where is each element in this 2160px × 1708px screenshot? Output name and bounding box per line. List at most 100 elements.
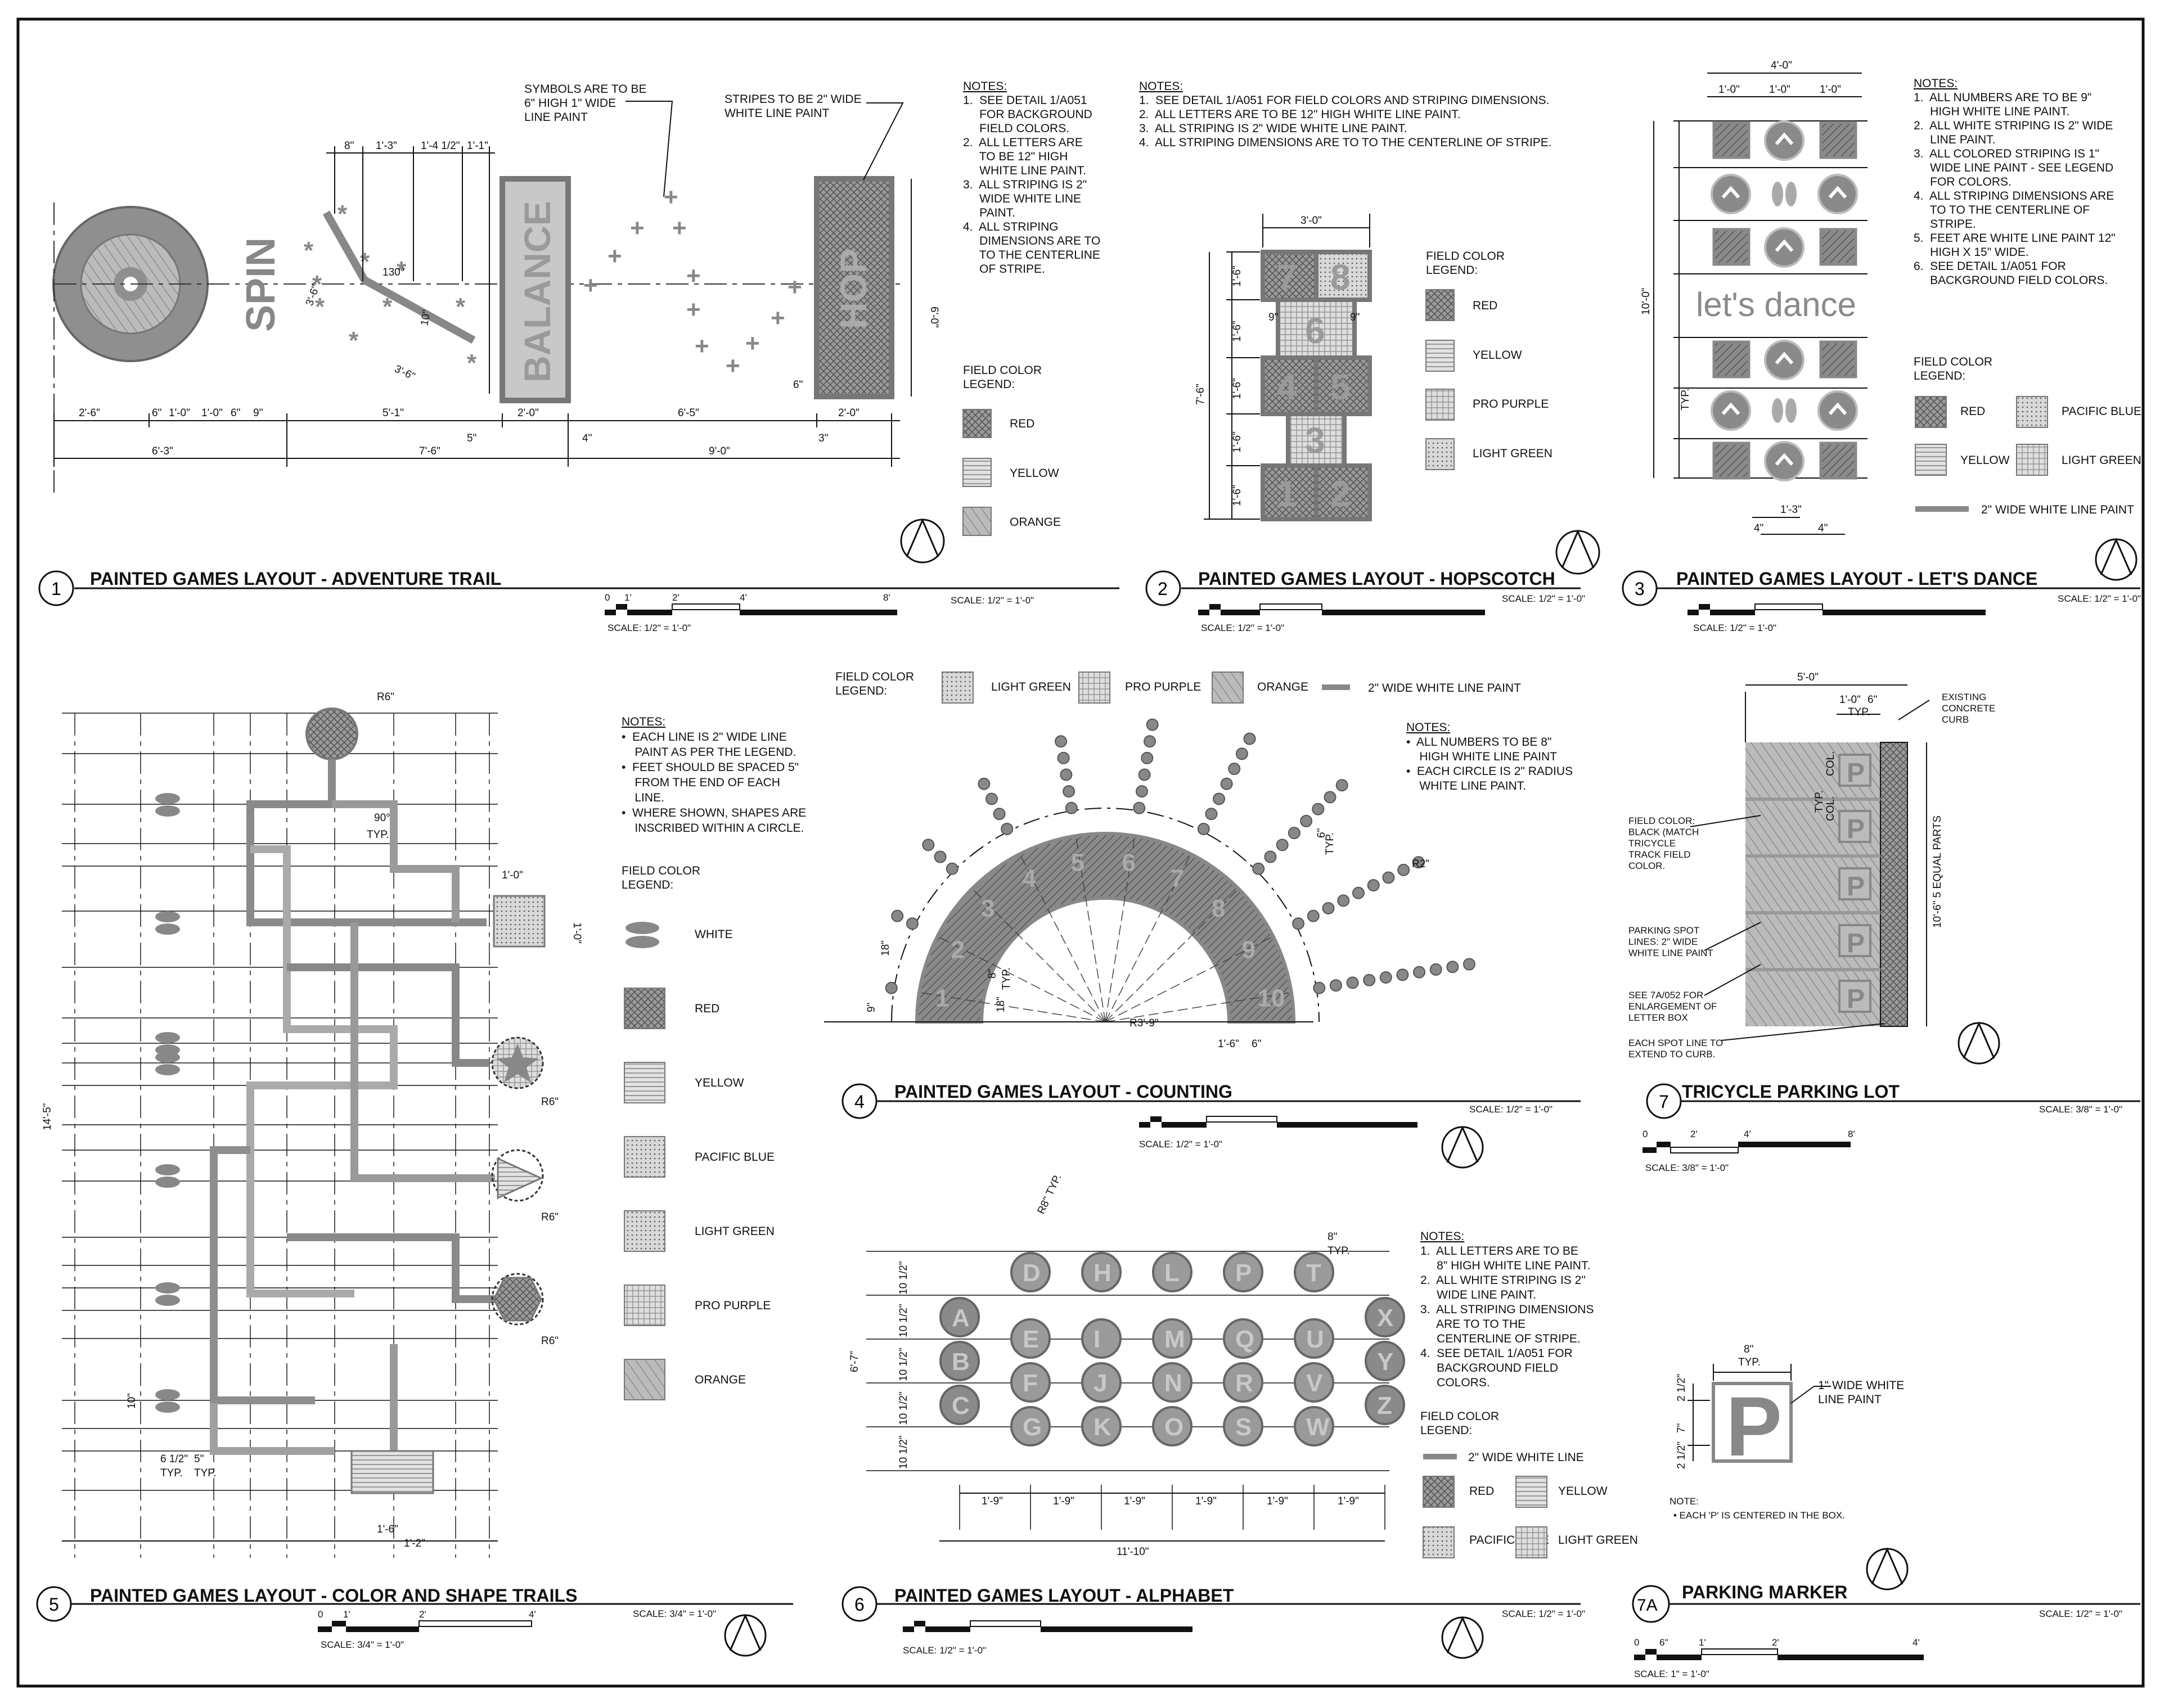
- north-arrow-5: [724, 1614, 767, 1657]
- trail-legend-label: LIGHT GREEN: [695, 1225, 775, 1238]
- svg-text:+: +: [745, 330, 760, 357]
- counting-dot: [1213, 792, 1226, 805]
- dance-legend-yellow: [1915, 444, 1947, 476]
- counting-dot: [1300, 814, 1313, 827]
- counting-dot: [1379, 971, 1392, 984]
- alphabet-letter-circle: [1223, 1252, 1263, 1292]
- svg-text:3": 3": [818, 432, 828, 444]
- note-line: HIGH WHITE LINE PAINT.: [1914, 105, 2069, 118]
- svg-text:TYP.: TYP.: [367, 829, 389, 841]
- svg-text:1'-9": 1'-9": [1338, 1495, 1359, 1507]
- word-hop: HOP: [832, 249, 874, 329]
- alphabet-letter-circle: [1152, 1406, 1192, 1446]
- svg-text:9'-0": 9'-0": [709, 445, 730, 457]
- alphabet-letter: V: [1306, 1369, 1323, 1397]
- dance-legend-green: [2016, 444, 2048, 476]
- svg-text:7: 7: [1277, 257, 1297, 298]
- sheet-border: [16, 17, 2145, 1688]
- counting-dot: [1228, 763, 1241, 776]
- counting-number: 2: [951, 936, 965, 963]
- foot-icon: [155, 1032, 180, 1043]
- alphabet-letter: F: [1023, 1369, 1038, 1397]
- symbols-callout-3: LINE PAINT: [524, 111, 588, 124]
- dance-arrow-circle: [1711, 390, 1751, 431]
- trail-legend-swatch: [624, 1210, 665, 1252]
- counting-dot: [1413, 966, 1426, 979]
- svg-text:R6": R6": [541, 1096, 559, 1108]
- svg-text:*: *: [304, 237, 314, 264]
- detail-6-scale-bar: [903, 1620, 1192, 1632]
- note-line: WHITE LINE PAINT.: [963, 164, 1086, 177]
- alphabet-letter-circle: [939, 1341, 980, 1381]
- svg-text:5'-1": 5'-1": [382, 407, 404, 419]
- chevron-icon: [1828, 402, 1847, 415]
- detail-2-hopscotch: NOTES:1. SEE DETAIL 1/A051 FOR FIELD COL…: [1139, 80, 1600, 633]
- counting-dot: [906, 917, 919, 930]
- parking-label: CONCRETE: [1942, 703, 1995, 714]
- foot-icon: [155, 1177, 180, 1188]
- svg-text:4'-0": 4'-0": [1771, 60, 1792, 71]
- detail-7a-scale-label: SCALE: 1" = 1'-0": [1634, 1669, 1709, 1679]
- dance-legend-red: [1915, 396, 1947, 428]
- counting-dot: [885, 981, 898, 994]
- svg-text:TYP.: TYP.: [194, 1467, 217, 1479]
- note-line: 4. ALL STRIPING: [963, 220, 1059, 233]
- parking-label: FIELD COLOR:: [1628, 815, 1695, 826]
- foot-right-icon: [1785, 182, 1797, 206]
- detail-2-legend-head-1: FIELD COLOR: [1426, 250, 1505, 263]
- alphabet-letter: E: [1023, 1326, 1039, 1353]
- svg-text:6": 6": [152, 407, 161, 419]
- detail-1-legend-head-2: LEGEND:: [963, 378, 1015, 391]
- parking-marker-box: [1838, 980, 1871, 1013]
- alpha-legend-red-label: RED: [1469, 1485, 1494, 1498]
- alphabet-letter-circle: [1081, 1252, 1122, 1292]
- marker-letter: P: [1726, 1379, 1782, 1473]
- detail-2-notes: NOTES:1. SEE DETAIL 1/A051 FOR FIELD COL…: [1139, 80, 1552, 149]
- foot-left-icon: [1772, 398, 1783, 423]
- svg-text:10'-0": 10'-0": [1640, 288, 1652, 315]
- counting-number: 3: [981, 895, 994, 922]
- detail-1-dimension-text: 2'-6"6" 1'-0"1'-0" 6"9" 5'-1"2'-0" 6'-5"…: [79, 140, 940, 457]
- alphabet-letter-circle: [939, 1297, 980, 1337]
- counting-dot: [1057, 751, 1070, 764]
- svg-text:1'-3": 1'-3": [376, 140, 397, 152]
- hop-legend-green: [1425, 438, 1455, 470]
- counting-dot: [1346, 976, 1359, 989]
- svg-text:1'-0": 1'-0": [1839, 694, 1861, 706]
- alphabet-letter: R: [1235, 1369, 1253, 1397]
- detail-7-tick-2: 4': [1744, 1129, 1751, 1139]
- svg-text:R3'-9": R3'-9": [1130, 1017, 1159, 1029]
- counting-dot: [1322, 902, 1335, 914]
- north-arrow-4: [1441, 1125, 1484, 1169]
- dance-legend-blue: [2016, 396, 2048, 428]
- count-legend-green: [942, 672, 974, 704]
- balance-field: [500, 176, 571, 403]
- counting-dot: [922, 839, 935, 851]
- dance-legend-red-label: RED: [1960, 405, 1985, 418]
- alphabet-letter-circle: [1081, 1318, 1122, 1359]
- alphabet-letter: B: [952, 1348, 970, 1376]
- alphabet-letter: L: [1164, 1259, 1180, 1287]
- counting-dot: [1063, 785, 1076, 798]
- notes-heading: NOTES:: [1139, 80, 1183, 93]
- svg-text:TYP.: TYP.: [1001, 967, 1012, 990]
- note-line: 2. ALL WHITE STRIPING IS 2": [1420, 1274, 1586, 1287]
- detail-5-tick-3: 4': [529, 1609, 536, 1620]
- alphabet-letter-circle: [1223, 1362, 1263, 1403]
- svg-text:18": 18": [880, 940, 892, 956]
- notes-heading: NOTES:: [1420, 1230, 1464, 1243]
- dance-square: [1819, 228, 1857, 266]
- detail-1-scale-label: SCALE: 1/2" = 1'-0": [608, 623, 691, 633]
- counting-number: 6: [1122, 849, 1135, 877]
- svg-text:R6": R6": [541, 1211, 559, 1223]
- count-legend-purple: [1078, 672, 1110, 704]
- stripes-leader: [863, 102, 904, 181]
- detail-6-notes: NOTES:1. ALL LETTERS ARE TO BE 8" HIGH W…: [1420, 1230, 1594, 1389]
- count-legend-purple-label: PRO PURPLE: [1125, 681, 1201, 693]
- dance-square: [1712, 121, 1750, 159]
- trail-star-icon: [496, 1043, 539, 1083]
- svg-text:1'-6": 1'-6": [1231, 378, 1243, 399]
- alphabet-letter-circle: [1010, 1406, 1051, 1446]
